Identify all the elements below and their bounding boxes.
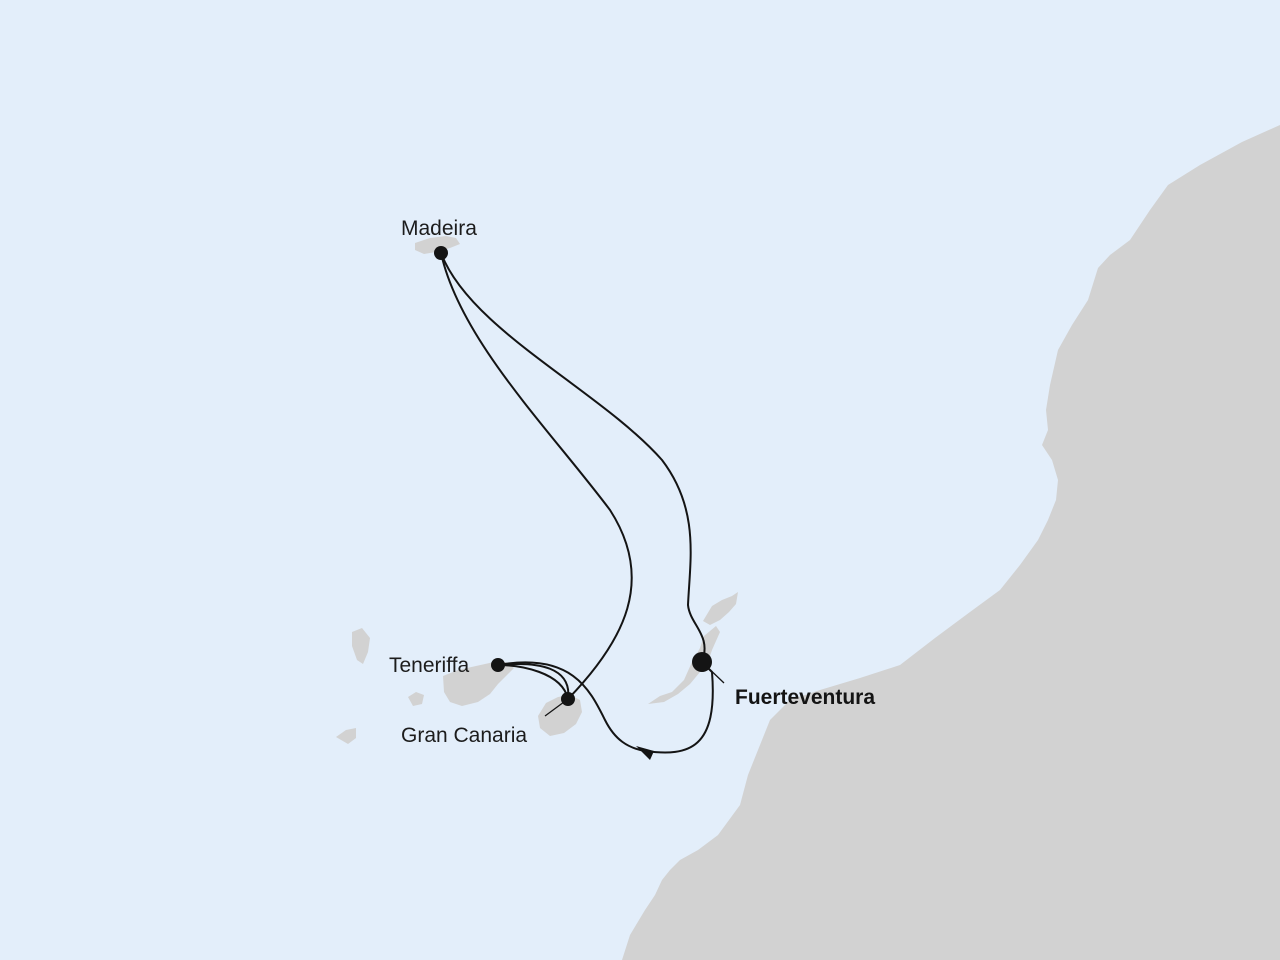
port-label-fuerteventura: Fuerteventura [735, 686, 875, 709]
route-madeira-to-gran-canaria [440, 252, 633, 700]
port-marker-teneriffa[interactable] [491, 658, 505, 672]
island-el-hierro [336, 728, 356, 744]
port-label-teneriffa: Teneriffa [389, 654, 469, 677]
port-label-gran-canaria: Gran Canaria [401, 724, 527, 747]
island-fuerteventura [648, 626, 720, 704]
island-lanzarote [703, 592, 738, 625]
island-tenerife [443, 662, 514, 706]
port-label-madeira: Madeira [401, 217, 477, 240]
route-teneriffa-to-fuerteventura [497, 661, 714, 754]
port-marker-gran-canaria[interactable] [561, 692, 575, 706]
port-marker-fuerteventura[interactable] [692, 652, 712, 672]
island-la-gomera [408, 692, 424, 706]
island-la-palma [352, 628, 370, 664]
arrow-icon [636, 746, 654, 760]
port-marker-madeira[interactable] [434, 246, 448, 260]
island-madeira [415, 236, 460, 254]
route-madeira-to-fuerteventura [440, 252, 706, 663]
mainland-africa [622, 125, 1280, 960]
